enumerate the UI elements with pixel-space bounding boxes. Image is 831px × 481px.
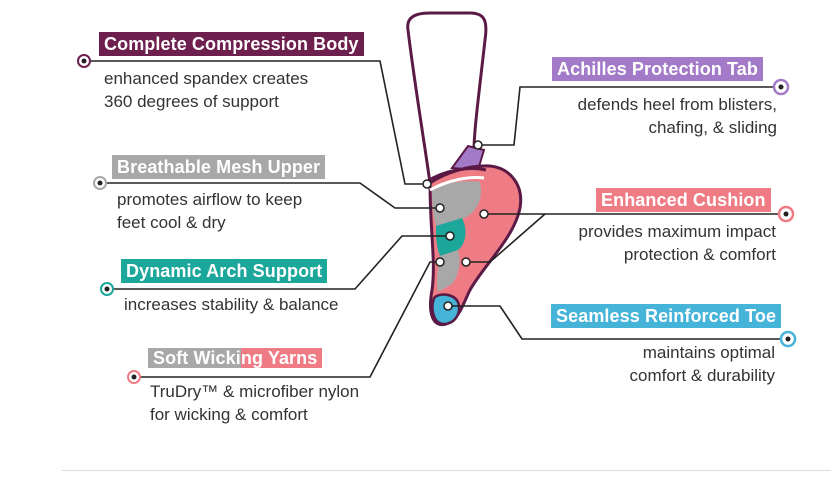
leader-mesh bbox=[100, 182, 440, 209]
leader-cushion-2 bbox=[466, 213, 546, 263]
compression-description: enhanced spandex creates 360 degrees of … bbox=[104, 69, 309, 111]
cuff-band bbox=[425, 167, 487, 184]
wicking-title: Soft Wicking Yarns bbox=[148, 346, 323, 370]
achilles-title: Achilles Protection Tab bbox=[552, 57, 764, 81]
bottom-divider bbox=[62, 470, 831, 471]
sock-leg-outline bbox=[406, 11, 488, 184]
toe-description: maintains optimal comfort & durability bbox=[629, 343, 776, 385]
wicking-title-part-1: Soft Wicki bbox=[148, 348, 241, 368]
mesh-region bbox=[432, 181, 482, 226]
outer-endpoints bbox=[77, 54, 797, 384]
mesh-title: Breathable Mesh Upper bbox=[112, 155, 326, 179]
leader-toe bbox=[448, 305, 788, 340]
cuff-band-inner bbox=[429, 176, 485, 192]
wicking-title-part-2: ng Yarns bbox=[240, 348, 323, 368]
leader-arch bbox=[107, 235, 450, 290]
leader-wicking bbox=[134, 261, 440, 378]
leader-achilles bbox=[478, 86, 781, 146]
arch-title: Dynamic Arch Support bbox=[121, 259, 328, 283]
toe-title: Seamless Reinforced Toe bbox=[551, 304, 782, 328]
compression-title: Complete Compression Body bbox=[99, 32, 364, 56]
mesh-description: promotes airflow to keep feet cool & dry bbox=[117, 190, 303, 232]
wicking-description: TruDry™ & microfiber nylon for wicking &… bbox=[150, 382, 360, 424]
cushion-title: Enhanced Cushion bbox=[596, 188, 771, 212]
cushion-description: provides maximum impact protection & com… bbox=[578, 222, 776, 264]
achilles-description: defends heel from blisters, chafing, & s… bbox=[577, 95, 777, 137]
arch-description: increases stability & balance bbox=[124, 295, 339, 314]
leader-compression bbox=[84, 60, 427, 185]
sock-endpoints bbox=[422, 140, 489, 311]
